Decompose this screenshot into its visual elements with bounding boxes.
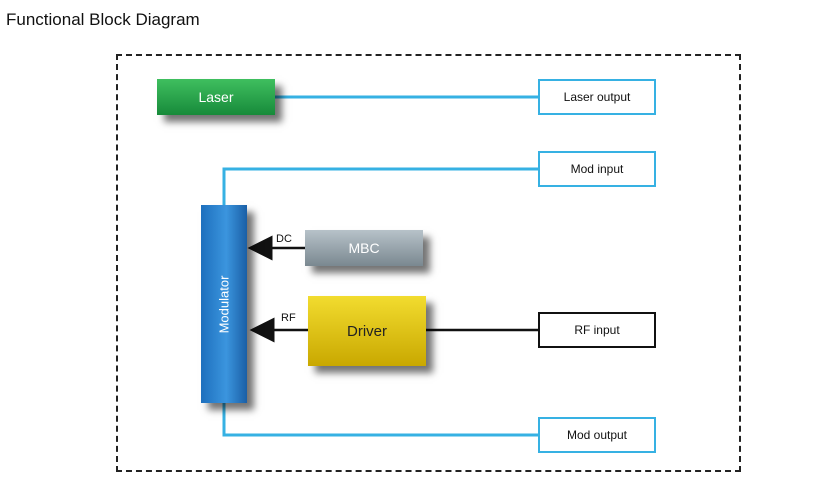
laser-output-label: Laser output [563, 90, 631, 104]
mod-output-label: Mod output [566, 428, 628, 442]
rf-signal-label: RF [281, 312, 296, 324]
system-boundary [116, 54, 741, 472]
laser-output-port: Laser output [538, 79, 656, 115]
modulator-label: Modulator [216, 275, 232, 333]
driver-block: Driver [308, 296, 426, 366]
rf-input-label: RF input [574, 323, 620, 337]
mod-input-label: Mod input [570, 162, 624, 176]
mod-output-port: Mod output [538, 417, 656, 453]
driver-label: Driver [347, 322, 387, 340]
laser-label: Laser [198, 89, 234, 105]
mbc-label: MBC [348, 240, 380, 256]
laser-block: Laser [157, 79, 275, 115]
mod-input-line [222, 167, 538, 205]
diagram-title: Functional Block Diagram [6, 10, 200, 29]
modulator-block: Modulator [201, 205, 247, 403]
dc-signal-label: DC [276, 233, 292, 245]
mod-output-line [222, 403, 538, 437]
mod-input-port: Mod input [538, 151, 656, 187]
rf-input-port: RF input [538, 312, 656, 348]
mbc-block: MBC [305, 230, 423, 266]
